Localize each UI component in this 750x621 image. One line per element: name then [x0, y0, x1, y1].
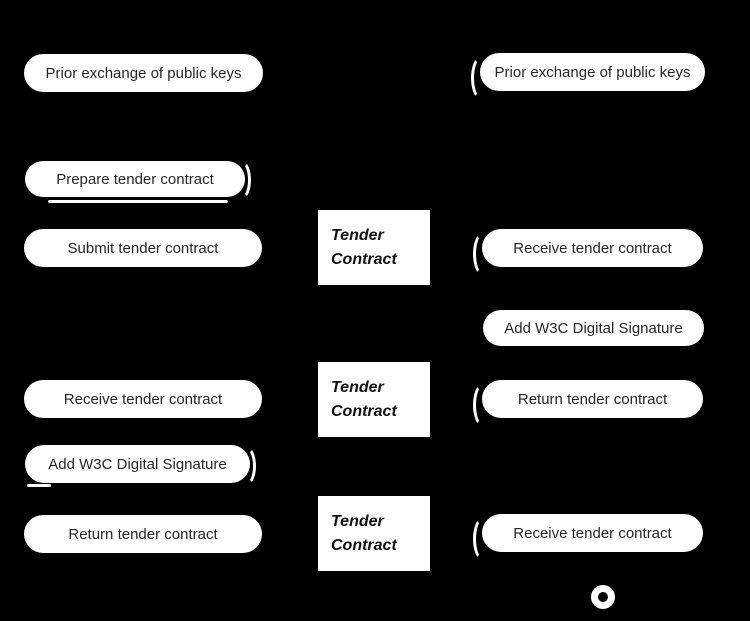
- activity-left-return-tender: Return tender contract: [24, 515, 262, 553]
- edge-arc: [236, 446, 256, 486]
- activity-left-add-signature: Add W3C Digital Signature: [25, 445, 250, 483]
- edge-arc: [473, 232, 493, 276]
- activity-right-return-tender: Return tender contract: [482, 380, 703, 418]
- edge-arc: [473, 383, 493, 427]
- activity-right-add-signature: Add W3C Digital Signature: [483, 310, 704, 346]
- edge-sliver: [48, 200, 228, 203]
- activity-right-receive-tender-1: Receive tender contract: [482, 229, 703, 267]
- edge-arc: [473, 517, 493, 561]
- activity-left-receive-tender: Receive tender contract: [24, 380, 262, 418]
- object-tender-contract-1: Tender Contract: [318, 210, 430, 285]
- object-tender-contract-3: Tender Contract: [318, 496, 430, 571]
- object-tender-contract-2: Tender Contract: [318, 362, 430, 437]
- activity-left-submit-tender: Submit tender contract: [24, 229, 262, 267]
- activity-left-prior-exchange: Prior exchange of public keys: [24, 54, 263, 92]
- edge-arc: [471, 56, 491, 100]
- activity-left-prepare-tender: Prepare tender contract: [25, 161, 245, 197]
- edge-arc: [231, 160, 251, 200]
- edge-sliver: [27, 484, 51, 487]
- activity-right-receive-tender-2: Receive tender contract: [482, 514, 703, 552]
- activity-right-prior-exchange: Prior exchange of public keys: [480, 53, 705, 91]
- final-node-ring-icon: [591, 585, 615, 609]
